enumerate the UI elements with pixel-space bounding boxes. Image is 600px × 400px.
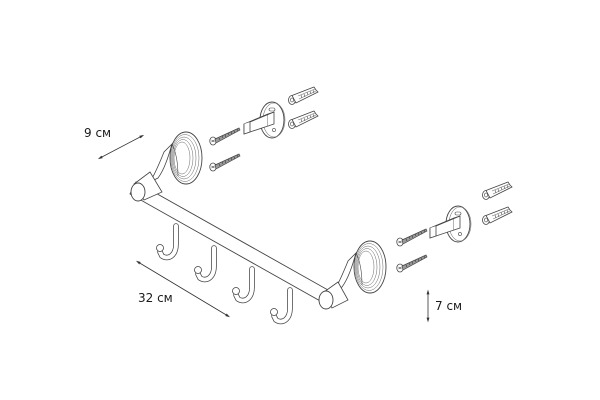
dimension-label-depth: 9 см: [84, 126, 112, 140]
left-mounting-hardware: [209, 86, 319, 172]
dimension-label-height: 7 см: [435, 299, 463, 313]
dimension-label-length: 32 см: [138, 291, 173, 305]
dimension-arrow-length: [135, 260, 231, 318]
right-mounting-hardware: [396, 181, 513, 273]
dimension-arrow-depth: [97, 134, 145, 160]
hook-rail: [129, 131, 387, 322]
